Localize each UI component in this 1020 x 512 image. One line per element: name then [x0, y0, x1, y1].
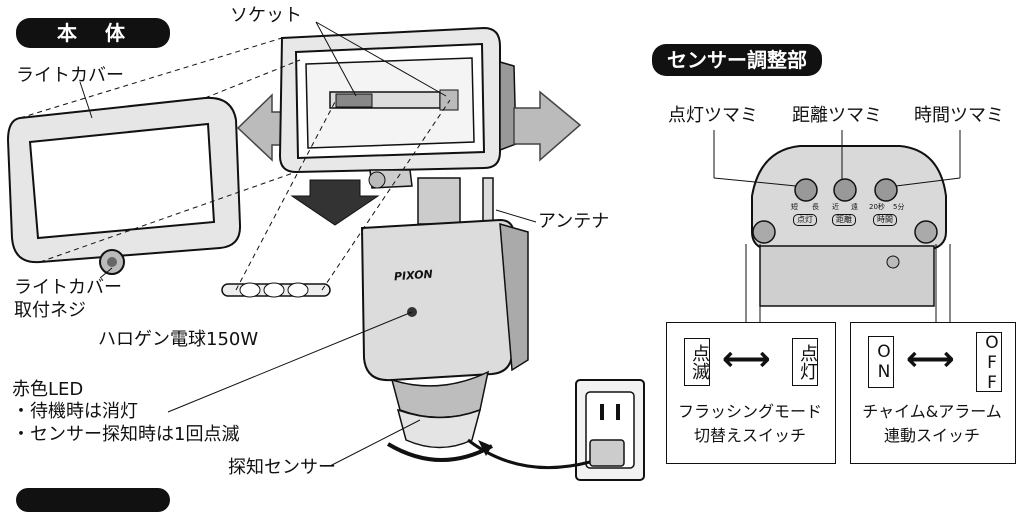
flash-mode-left: 点滅 — [684, 338, 710, 386]
flash-mode-caption-1: フラッシングモード — [677, 402, 822, 421]
flash-mode-caption-2: 切替えスイッチ — [693, 426, 806, 445]
chime-alarm-caption-2: 連動スイッチ — [883, 426, 980, 445]
lamp-head-drawing — [278, 26, 517, 189]
leader-lines — [79, 21, 537, 467]
power-cord-drawing — [467, 438, 591, 470]
flash-mode-right: 点灯 — [792, 338, 818, 386]
dial-mark-5min: 5分 — [893, 203, 905, 211]
dial-mark-20s: 20秒 — [869, 203, 885, 211]
knob-tag-time: 時間 — [873, 214, 897, 226]
knob-light-label: 点灯ツマミ — [668, 105, 758, 126]
neck-drawing — [417, 177, 461, 225]
socket-label: ソケット — [230, 5, 302, 26]
product-diagram — [6, 21, 961, 481]
down-arrow-icon — [290, 179, 380, 226]
guide-lines — [19, 37, 451, 291]
sensor-body-drawing — [360, 218, 529, 449]
knob-distance-label: 距離ツマミ — [792, 105, 882, 126]
light-cover-screw-label-2: 取付ネジ — [14, 300, 86, 321]
bottom-header-partial — [16, 488, 170, 512]
red-led-label: 赤色LED — [12, 379, 84, 400]
light-cover-screw-label-1: ライトカバー — [14, 277, 122, 298]
flash-mode-toggle-arrow-icon: ⟷ — [722, 339, 771, 379]
chime-alarm-left: ON — [868, 336, 894, 388]
right-arrow-icon — [513, 90, 582, 162]
light-cover-label: ライトカバー — [16, 65, 124, 86]
antenna-label: アンテナ — [538, 211, 610, 232]
sensor-leader-lines — [713, 130, 961, 322]
knob-tag-distance: 距離 — [832, 214, 856, 226]
led-note-standby: ・待機時は消灯 — [12, 401, 138, 422]
dial-mark-short: 短 — [791, 203, 798, 211]
dial-mark-long: 長 — [812, 203, 819, 211]
brand-logo: PIXON — [393, 267, 434, 284]
rotate-arrowhead-icon — [478, 440, 492, 456]
light-cover-drawing — [6, 96, 242, 275]
halogen-bulb-drawing — [221, 282, 331, 298]
sensor-panel-drawing — [751, 145, 947, 307]
chime-alarm-caption-1: チャイム&アラーム — [862, 402, 1002, 421]
knob-time-label: 時間ツマミ — [914, 105, 1004, 126]
dial-mark-far: 遠 — [851, 203, 858, 211]
main-body-header: 本 体 — [16, 18, 170, 48]
led-note-detect: ・センサー探知時は1回点滅 — [12, 424, 240, 445]
halogen-bulb-label: ハロゲン電球150W — [98, 329, 259, 350]
chime-alarm-toggle-arrow-icon: ⟷ — [906, 339, 955, 379]
sensor-adjust-header: センサー調整部 — [652, 44, 822, 76]
dial-mark-near: 近 — [832, 203, 839, 211]
knob-tag-light: 点灯 — [793, 214, 817, 226]
chime-alarm-right: OFF — [976, 332, 1002, 393]
rotate-arrow-icon — [386, 442, 493, 462]
detect-sensor-label: 探知センサー — [228, 457, 336, 478]
wall-outlet-drawing — [575, 379, 645, 481]
